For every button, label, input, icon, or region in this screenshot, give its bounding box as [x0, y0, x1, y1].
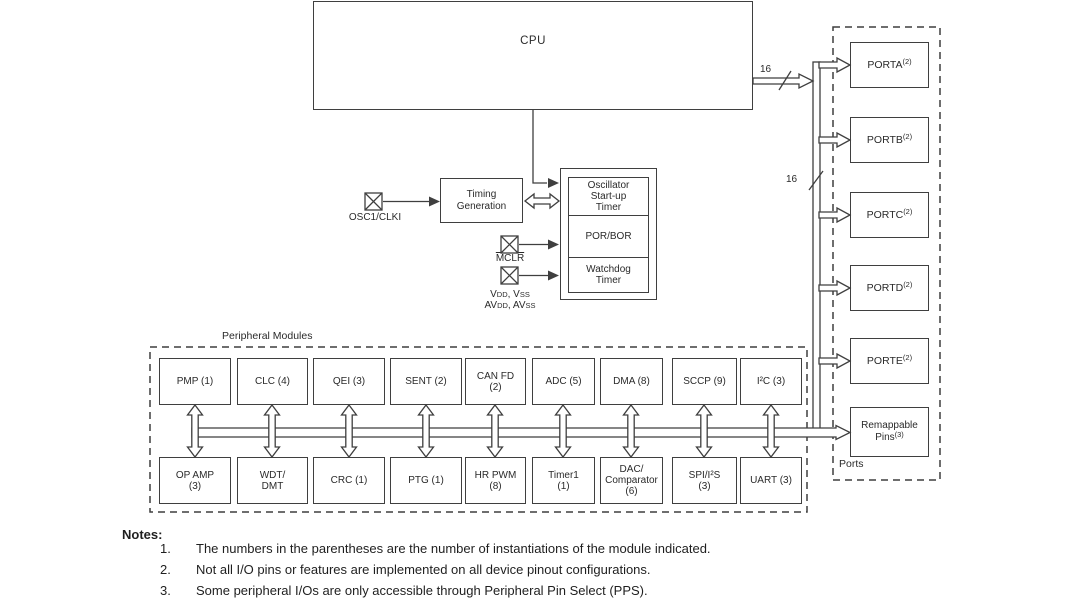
port-label: PORTD(2) — [866, 280, 913, 294]
module-box-clc: CLC (4) — [237, 358, 308, 405]
module-box-wdt-dmt: WDT/ DMT — [237, 457, 308, 504]
note-item: 1. The numbers in the parentheses are the… — [160, 541, 711, 556]
module-box-canfd: CAN FD (2) — [465, 358, 526, 405]
clock-reset-inner-block: Oscillator Start-up Timer POR/BOR Watchd… — [568, 177, 649, 293]
cpu-label: CPU — [520, 35, 546, 47]
port-label: PORTE(2) — [866, 353, 913, 367]
port-footnote: (2) — [902, 353, 913, 362]
port-box-remappable-pins: Remappable Pins(3) — [850, 407, 929, 457]
port-branch-arrow — [818, 206, 852, 224]
port-box-portb: PORTB(2) — [850, 117, 929, 163]
port-branch-arrow — [818, 131, 852, 149]
peripheral-modules-title: Peripheral Modules — [222, 330, 313, 342]
ports-group-title: Ports — [839, 458, 864, 470]
notes-title: Notes: — [122, 527, 163, 542]
watchdog-timer-block: Watchdog Timer — [569, 257, 648, 292]
module-box-dma: DMA (8) — [600, 358, 663, 405]
module-box-i2c: I²C (3) — [740, 358, 802, 405]
osc1-pin-icon — [364, 192, 383, 211]
port-box-porte: PORTE(2) — [850, 338, 929, 384]
module-box-crc: CRC (1) — [313, 457, 385, 504]
cpu-port-bus-arrow — [752, 72, 815, 90]
module-box-uart: UART (3) — [740, 457, 802, 504]
module-box-pmp: PMP (1) — [159, 358, 231, 405]
port-footnote: (2) — [902, 132, 913, 141]
note-number: 3. — [160, 583, 171, 598]
peripheral-bus-arrow — [622, 403, 640, 459]
timing-generation-block: Timing Generation — [440, 178, 523, 223]
port-branch-arrow — [818, 352, 852, 370]
power-pins-label-line1: VDD, VSS — [490, 289, 530, 300]
oscillator-startup-timer-block: Oscillator Start-up Timer — [587, 180, 630, 213]
power-arrowhead — [548, 270, 559, 281]
port-label: PORTA(2) — [867, 57, 912, 71]
osc1-clki-pin-label: OSC1/CLKI — [348, 212, 402, 223]
cpu-reset-connector-line — [532, 110, 547, 184]
peripheral-bus-arrow — [695, 403, 713, 459]
port-branch-arrow — [818, 279, 852, 297]
peripheral-bus-arrow — [340, 403, 358, 459]
module-box-timer1: Timer1 (1) — [532, 457, 595, 504]
port-branch-arrow — [818, 56, 852, 74]
port-footnote: (2) — [903, 207, 913, 216]
module-box-opamp: OP AMP (3) — [159, 457, 231, 504]
power-pins-label-line2: AVDD, AVSS — [484, 300, 536, 311]
peripheral-bus-arrow — [417, 403, 435, 459]
note-text: Some peripheral I/Os are only accessible… — [196, 583, 648, 598]
peripheral-bus-arrow — [762, 403, 780, 459]
module-box-dac-comparator: DAC/ Comparator (6) — [600, 457, 663, 504]
note-number: 2. — [160, 562, 171, 577]
note-text: Not all I/O pins or features are impleme… — [196, 562, 651, 577]
peripheral-output-bus-arrow — [191, 424, 852, 441]
timing-bidirectional-arrow — [523, 192, 561, 210]
port-box-portc: PORTC(2) — [850, 192, 929, 238]
port-label: Remappable Pins(3) — [861, 420, 918, 443]
module-box-sccp: SCCP (9) — [672, 358, 737, 405]
peripheral-bus-arrow — [263, 403, 281, 459]
mclr-pin-label: MCLR — [495, 253, 525, 264]
timing-generation-label: Timing Generation — [456, 189, 507, 212]
port-label: PORTB(2) — [866, 132, 913, 146]
cpu-reset-arrowhead — [548, 178, 559, 188]
mclr-arrowhead — [548, 239, 559, 250]
module-box-spi-i2s: SPI/I²S (3) — [672, 457, 737, 504]
note-item: 3. Some peripheral I/Os are only accessib… — [160, 583, 648, 598]
port-label: PORTC(2) — [866, 207, 913, 221]
cpu-block: CPU — [313, 1, 753, 110]
module-box-sent: SENT (2) — [390, 358, 462, 405]
port-footnote: (3) — [894, 429, 904, 439]
port-bus-vertical — [812, 61, 821, 436]
note-item: 2. Not all I/O pins or features are imple… — [160, 562, 651, 577]
port-box-portd: PORTD(2) — [850, 265, 929, 311]
por-bor-block: POR/BOR — [569, 215, 648, 257]
peripheral-bus-arrow — [186, 403, 204, 459]
bus-width-label-ports: 16 — [786, 174, 798, 185]
bus-width-label-cpu: 16 — [760, 64, 772, 75]
bus-width-slash-cpu — [778, 70, 792, 91]
note-text: The numbers in the parentheses are the n… — [196, 541, 711, 556]
port-footnote: (2) — [903, 280, 913, 289]
mclr-pin-icon — [500, 235, 519, 254]
module-box-qei: QEI (3) — [313, 358, 385, 405]
peripheral-bus-arrow — [554, 403, 572, 459]
module-box-adc: ADC (5) — [532, 358, 595, 405]
module-box-hrpwm: HR PWM (8) — [465, 457, 526, 504]
peripheral-bus-arrow — [486, 403, 504, 459]
osc-to-timing-arrowhead — [429, 196, 440, 207]
port-box-porta: PORTA(2) — [850, 42, 929, 88]
port-footnote: (2) — [902, 57, 912, 66]
bus-width-slash-ports — [808, 170, 824, 191]
power-pin-icon — [500, 266, 519, 285]
note-number: 1. — [160, 541, 171, 556]
module-box-ptg: PTG (1) — [390, 457, 462, 504]
